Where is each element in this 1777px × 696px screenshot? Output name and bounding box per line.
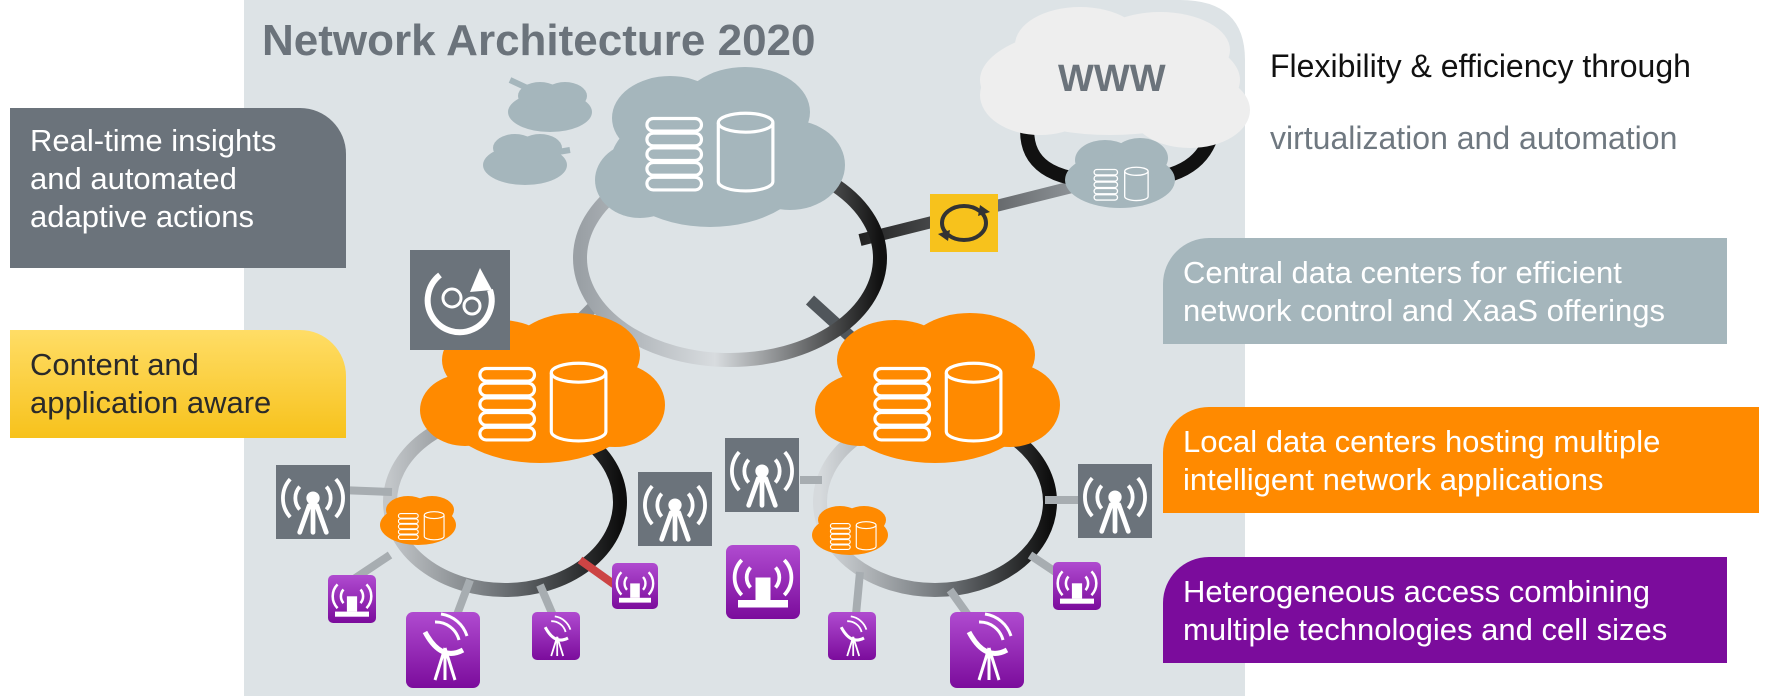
- callout-central-data-centers: Central data centers for efficient netwo…: [1163, 238, 1727, 344]
- satellite-cloud-1: [508, 82, 592, 132]
- internet-cloud: [980, 7, 1250, 148]
- macro-antenna-1: [276, 465, 350, 539]
- orchestration-badge: [930, 194, 998, 252]
- automation-badge: [410, 250, 510, 350]
- callout-local-data-centers: Local data centers hosting multiple inte…: [1163, 407, 1759, 513]
- dish-node-1: [406, 612, 480, 688]
- small-cell-4: [1053, 562, 1101, 610]
- satellite-cloud-2: [483, 134, 567, 185]
- small-cell-2: [612, 563, 658, 609]
- small-cell-1: [328, 575, 376, 623]
- macro-antenna-3: [725, 438, 799, 512]
- callout-heterogeneous-access: Heterogeneous access combining multiple …: [1163, 557, 1727, 663]
- tagline: Flexibility & efficiency through virtual…: [1270, 12, 1691, 193]
- page-title: Network Architecture 2020: [262, 16, 816, 65]
- dish-node-4: [950, 612, 1024, 688]
- macro-antenna-2: [638, 472, 712, 546]
- tagline-line-1: Flexibility & efficiency through: [1270, 48, 1691, 85]
- small-cell-3: [726, 545, 800, 619]
- sync-arrows-icon: [940, 204, 988, 242]
- tagline-line-2: virtualization and automation: [1270, 120, 1678, 157]
- dish-node-3: [828, 612, 876, 660]
- macro-antenna-4: [1078, 464, 1152, 538]
- gears-cycle-icon: [424, 272, 495, 336]
- callout-content-aware: Content and application aware: [10, 330, 346, 438]
- callout-insights: Real-time insights and automated adaptiv…: [10, 108, 346, 268]
- local-cloud-right: [815, 313, 1060, 463]
- www-label: WWW: [1058, 58, 1166, 100]
- dish-node-2: [532, 612, 580, 660]
- edge-cloud-www: [1065, 138, 1175, 208]
